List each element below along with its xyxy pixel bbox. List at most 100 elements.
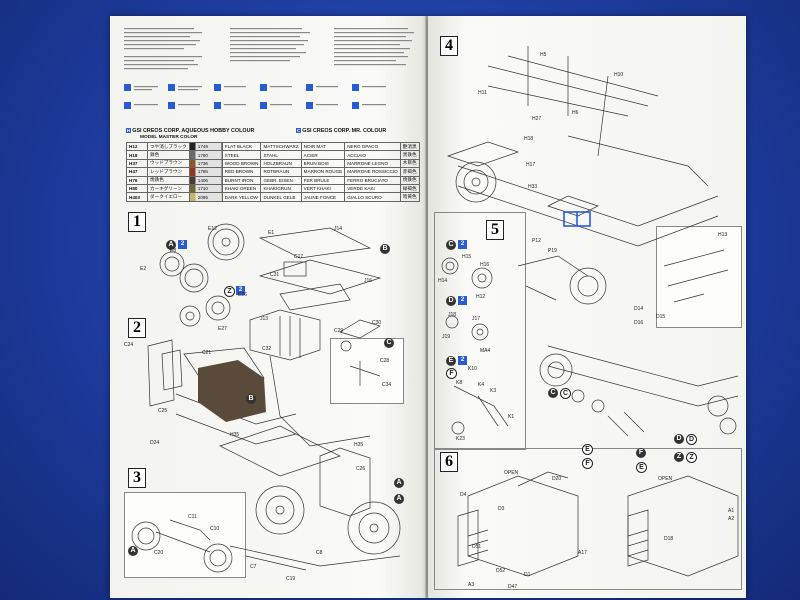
callout-a: A [128,546,138,556]
part-label: H15 [462,254,472,260]
part-label: D51 [472,544,482,550]
part-label: D47 [508,584,518,590]
part-label: C25 [158,408,168,414]
step-4-number: 4 [440,36,458,56]
right-page-drawings [441,46,739,577]
part-label: C11 [188,514,197,520]
callout-b: B [380,244,390,254]
part-label: A17 [578,550,587,556]
callout-d: D [446,296,456,306]
open-label: OPEN [658,476,673,482]
paint-name-it: GIALLO SCURO [344,192,401,202]
open-label: OPEN [504,470,519,476]
callout-f: F [636,448,646,458]
part-label: C32 [262,346,272,352]
part-label: D4 [460,492,467,498]
step-5-number: 5 [486,220,504,240]
part-label: C20 [154,550,164,556]
mr-header-text: GSI CREOS CORP. MR. COLOUR [302,128,387,134]
part-label: E2 [140,266,147,272]
part-label: P12 [532,238,541,244]
part-label: P19 [548,248,557,254]
paint-code: H403 [126,192,148,202]
part-label: C31 [270,272,280,278]
part-label: A1 [728,508,735,514]
part-label: H13 [718,232,728,238]
part-label: C34 [382,382,392,388]
part-label: C8 [316,550,323,556]
part-label: D15 [656,314,666,320]
part-label: E8 [170,248,177,254]
part-label: C7 [250,564,257,570]
part-label: H12 [476,294,486,300]
part-label: D1 [524,572,531,578]
part-label: A2 [728,516,735,522]
part-label: E27 [218,326,227,332]
step5-frame [434,212,526,450]
step3-detail-inset [124,492,246,578]
step-2-number: 2 [128,318,146,338]
left-page-drawings [131,223,401,573]
part-label: D20 [552,476,562,482]
part-label: E12 [208,226,217,232]
callout-b: B [246,394,256,404]
part-label: K3 [490,388,497,394]
part-label: K1 [508,414,515,420]
part-label: H10 [614,72,624,78]
callout-d: D [674,434,684,444]
callout-e: E [446,356,456,366]
intro-text-blocks [124,28,414,109]
part-label: H18 [524,136,534,142]
callout-a: A [394,494,404,504]
aqueous-header-text: GSI CREOS CORP. AQUEOUS HOBBY COLOUR [132,128,255,134]
part-label: J18 [448,312,457,318]
part-label: H17 [526,162,536,168]
part-label: J14 [334,226,343,232]
part-label: J17 [472,316,481,322]
center-fold [425,16,429,598]
aqueous-badge: H [126,128,132,133]
paint-name-ja: 暗黄色 [399,192,420,202]
callout-c-outline: C [560,388,571,399]
part-label: C26 [356,466,366,472]
part-label: H35 [230,432,240,438]
callout-f: F [446,368,457,379]
model-master-caption: MODEL MASTER COLOR [140,135,198,140]
callout-z: Z [674,452,684,462]
part-label: H6 [572,110,579,116]
callout-e-outline: E [582,444,593,455]
part-label: C17 [294,254,304,260]
part-label: K23 [456,436,465,442]
part-label: C29 [334,328,344,334]
paint-badge: 2 [458,296,467,305]
step-3-number: 3 [128,468,146,488]
callout-c: C [384,338,394,348]
part-label: H14 [438,278,448,284]
part-label: H11 [478,90,487,96]
part-label: J19 [442,334,451,340]
part-label: C21 [202,350,212,356]
paint-badge: 2 [178,240,187,249]
callout-e-outline: E [636,462,647,473]
part-label: D18 [664,536,674,542]
part-label: H16 [480,262,490,268]
callout-z: Z [224,286,235,297]
part-label: J16 [364,278,373,284]
part-label: E26 [238,292,247,298]
paint-badge: 2 [458,356,467,365]
part-label: A3 [468,582,475,588]
paint-mm-code: 2095 [188,192,223,202]
mr-badge: C [296,128,302,133]
part-label: C30 [372,320,382,326]
step4-detail-inset [656,226,742,328]
step-6-number: 6 [440,452,458,472]
part-label: J13 [260,316,269,322]
